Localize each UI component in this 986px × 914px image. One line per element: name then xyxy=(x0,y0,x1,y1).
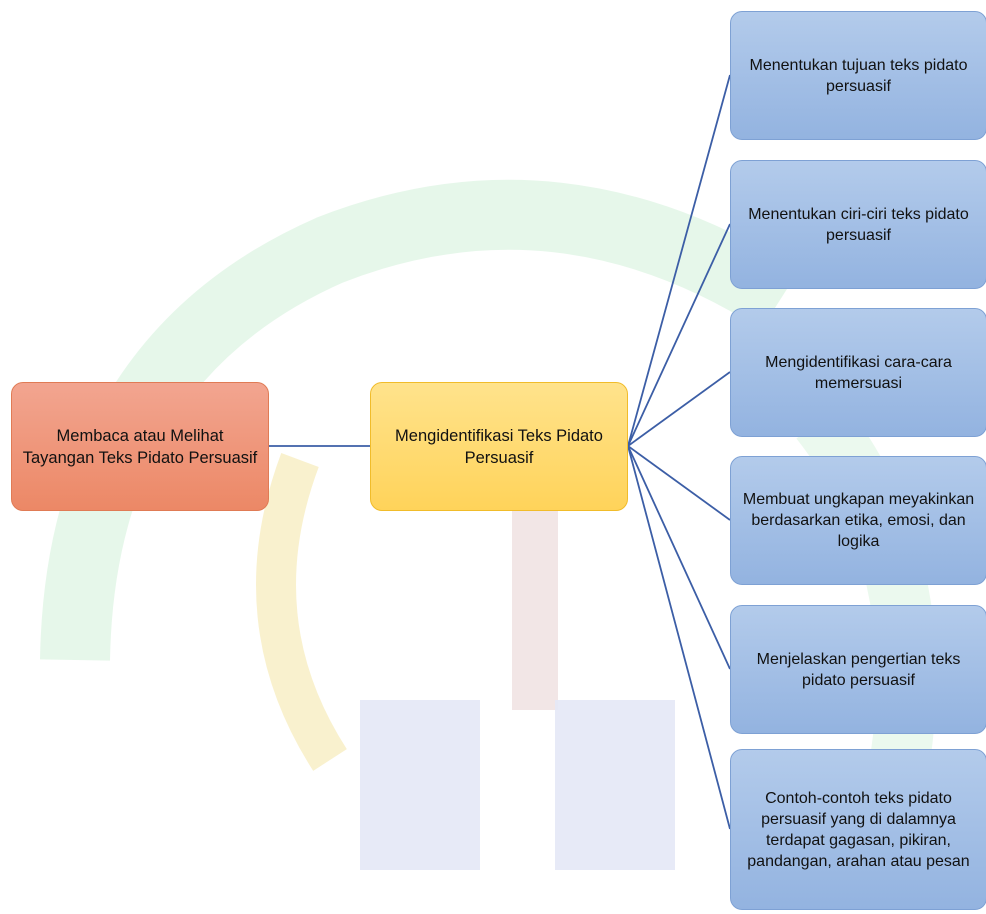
leaf-node-3: Mengidentifikasi cara-cara memersuasi xyxy=(730,308,986,437)
leaf-node-label: Menjelaskan pengertian teks pidato persu… xyxy=(756,650,961,689)
leaf-node-label: Menentukan tujuan teks pidato persuasif xyxy=(749,56,968,95)
connector-center-leaf-5 xyxy=(627,445,731,670)
connector-center-leaf-2 xyxy=(627,223,731,447)
root-node: Membaca atau Melihat Tayangan Teks Pidat… xyxy=(11,382,269,511)
center-node-label: Mengidentifikasi Teks Pidato Persuasif xyxy=(395,426,603,467)
center-node: Mengidentifikasi Teks Pidato Persuasif xyxy=(370,382,628,511)
connector-center-leaf-1 xyxy=(627,74,731,447)
leaf-node-label: Contoh-contoh teks pidato persuasif yang… xyxy=(747,789,970,870)
leaf-node-6: Contoh-contoh teks pidato persuasif yang… xyxy=(730,749,986,910)
leaf-node-1: Menentukan tujuan teks pidato persuasif xyxy=(730,11,986,140)
leaf-node-label: Menentukan ciri-ciri teks pidato persuas… xyxy=(748,205,969,244)
leaf-node-2: Menentukan ciri-ciri teks pidato persuas… xyxy=(730,160,986,289)
root-node-label: Membaca atau Melihat Tayangan Teks Pidat… xyxy=(22,426,258,467)
leaf-node-5: Menjelaskan pengertian teks pidato persu… xyxy=(730,605,986,734)
leaf-node-label: Mengidentifikasi cara-cara memersuasi xyxy=(765,353,952,392)
leaf-node-label: Membuat ungkapan meyakinkan berdasarkan … xyxy=(742,491,975,550)
connector-center-leaf-4 xyxy=(627,445,731,521)
leaf-node-4: Membuat ungkapan meyakinkan berdasarkan … xyxy=(730,456,986,585)
connector-center-leaf-3 xyxy=(627,371,731,447)
connector-center-leaf-6 xyxy=(627,445,731,830)
